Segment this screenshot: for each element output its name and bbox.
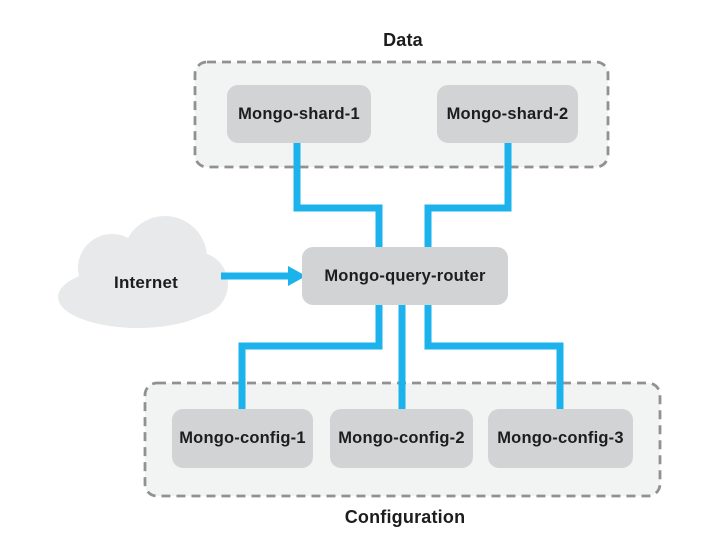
node-mongo-shard-1: Mongo-shard-1 (227, 85, 371, 143)
node-label: Mongo-shard-1 (238, 104, 360, 123)
node-label: Mongo-config-2 (338, 429, 465, 447)
node-label: Mongo-shard-2 (446, 104, 569, 123)
internet-cloud-label: Internet (114, 273, 178, 292)
node-mongo-config-3: Mongo-config-3 (488, 409, 633, 468)
arrow-head-icon (288, 266, 306, 286)
node-label: Mongo-config-3 (497, 429, 624, 447)
connector-router-config3 (424, 303, 564, 412)
node-mongo-query-router: Mongo-query-router (302, 247, 508, 305)
node-label: Mongo-query-router (324, 266, 486, 285)
node-mongo-shard-2: Mongo-shard-2 (437, 85, 578, 143)
data-group-label: Data (383, 30, 423, 50)
connector-shard2-router (424, 143, 512, 249)
node-mongo-config-2: Mongo-config-2 (330, 409, 473, 468)
connector-router-config1 (238, 303, 383, 412)
configuration-group-label: Configuration (344, 507, 466, 527)
node-label: Mongo-config-1 (179, 429, 306, 447)
connector-shard1-router (293, 143, 383, 249)
node-mongo-config-1: Mongo-config-1 (172, 409, 313, 468)
internet-cloud-shape (58, 216, 228, 328)
